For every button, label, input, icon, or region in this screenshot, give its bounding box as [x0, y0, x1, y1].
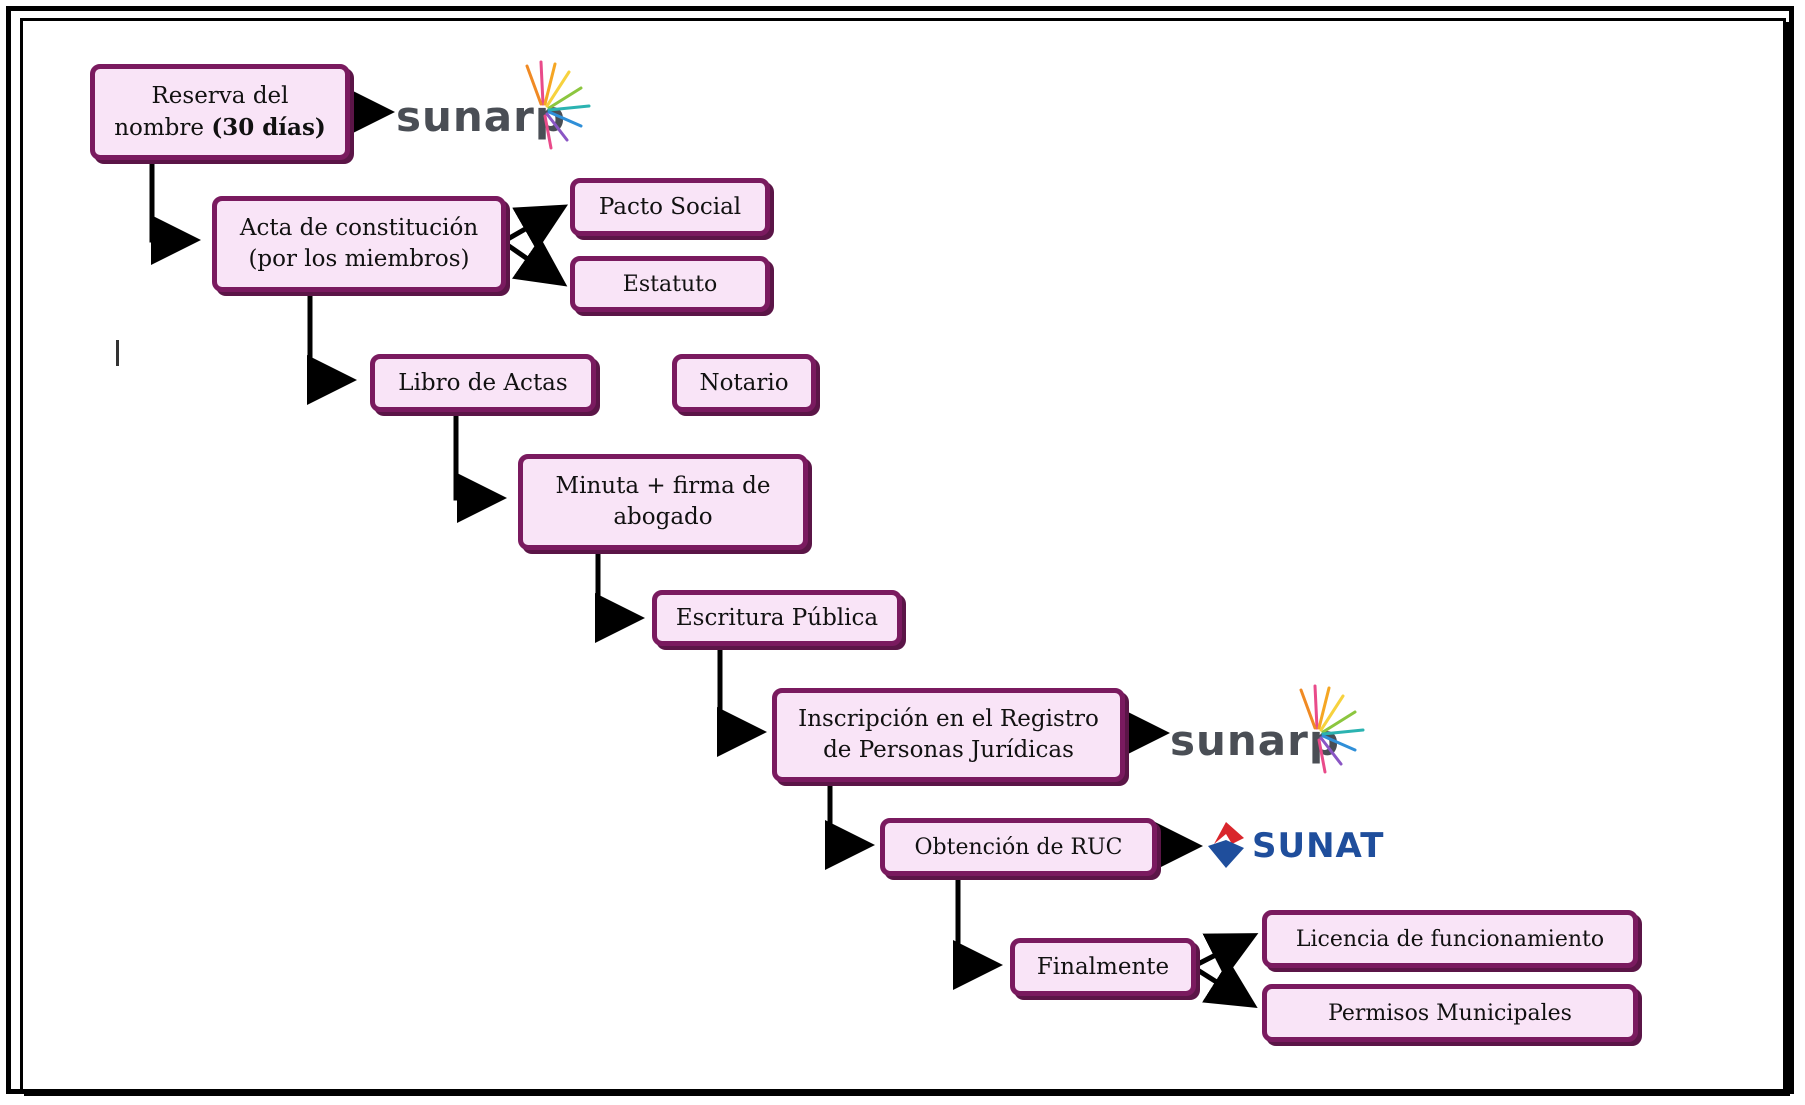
- sunarp-burst-icon: [1299, 684, 1365, 774]
- sunarp-burst-icon: [525, 60, 591, 150]
- arrow-acta-libro: [307, 292, 357, 405]
- node-reserva-text: Reserva del nombre (30 días): [114, 81, 326, 144]
- node-escritura-publica: Escritura Pública: [652, 590, 902, 646]
- sunat-logo: SUNAT: [1204, 816, 1394, 876]
- inner-frame: [20, 18, 1786, 1092]
- reserva-duration: (30 días): [211, 113, 326, 141]
- node-pacto-social: Pacto Social: [570, 178, 770, 236]
- arrow-reserva-acta: [149, 160, 201, 265]
- node-reserva-nombre: Reserva del nombre (30 días): [90, 64, 350, 160]
- arrow-acta-estatuto: [504, 237, 568, 287]
- arrow-ruc-finalmente: [953, 876, 1003, 990]
- sunarp-logo-bottom: sunarp: [1170, 678, 1365, 778]
- node-notario: Notario: [672, 354, 816, 412]
- sunat-emblem-icon: [1208, 822, 1244, 868]
- reserva-line2: nombre: [114, 114, 212, 141]
- node-libro-actas: Libro de Actas: [370, 354, 596, 412]
- sunarp-logo-top: sunarp: [396, 54, 591, 154]
- node-finalmente: Finalmente: [1010, 938, 1196, 996]
- node-estatuto: Estatuto: [570, 256, 770, 312]
- reserva-line1: Reserva del: [151, 82, 289, 109]
- node-minuta: Minuta + firma de abogado: [518, 454, 808, 550]
- arrow-escritura-inscripcion: [717, 646, 767, 757]
- arrow-finalmente-licencia: [1194, 933, 1259, 979]
- arrow-inscripcion-ruc: [825, 782, 875, 870]
- text-cursor-mark: [116, 340, 119, 366]
- arrow-finalmente-permisos: [1194, 960, 1258, 1009]
- node-inscripcion-registro: Inscripción en el Registro de Personas J…: [772, 688, 1125, 782]
- node-permisos-municipales: Permisos Municipales: [1262, 984, 1638, 1042]
- sunat-wordmark: SUNAT: [1252, 826, 1385, 866]
- sunarp-wordmark: sunarp: [396, 92, 566, 141]
- sunarp-wordmark: sunarp: [1170, 716, 1340, 765]
- node-acta-constitucion: Acta de constitución (por los miembros): [212, 196, 506, 292]
- arrow-minuta-escritura: [595, 550, 645, 643]
- node-licencia-funcionamiento: Licencia de funcionamiento: [1262, 910, 1638, 968]
- node-obtencion-ruc: Obtención de RUC: [880, 818, 1157, 876]
- arrow-acta-pacto: [504, 204, 569, 252]
- arrow-libro-minuta: [453, 412, 507, 523]
